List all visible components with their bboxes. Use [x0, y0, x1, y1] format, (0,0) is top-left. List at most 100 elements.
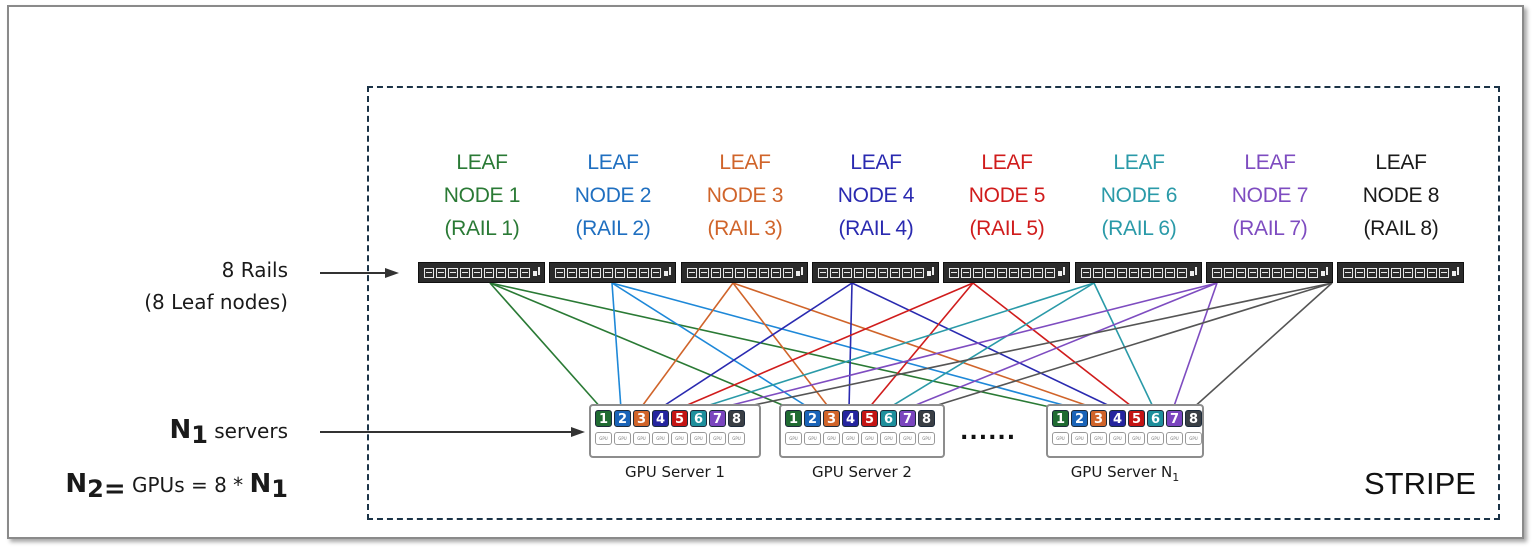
switch-port-icon	[579, 267, 589, 278]
gpu-icon: GPU	[1071, 432, 1088, 445]
switch-port-icon	[1177, 267, 1187, 278]
leaf-node-2-line1: LEAF	[587, 151, 639, 174]
switch-port-icon	[1403, 267, 1413, 278]
nic-port-2: 2	[614, 410, 631, 427]
gpus-n: N	[249, 469, 272, 499]
switch-port-icon	[1343, 267, 1353, 278]
switch-uplink-icon	[1190, 266, 1198, 279]
switch-port-icon	[1165, 267, 1175, 278]
gpu-icon: GPU	[614, 432, 631, 445]
switch-port-icon	[1224, 267, 1234, 278]
leaf-node-4-line2: NODE 4	[837, 184, 915, 207]
gpus-symbol-sub: 2	[87, 475, 104, 503]
switch-port-icon	[472, 267, 482, 278]
switch-port-icon	[1355, 267, 1365, 278]
nic-port-5: 5	[671, 410, 688, 427]
rail-5-wire-server-1	[677, 282, 974, 410]
switch-port-icon	[878, 267, 888, 278]
leaf-node-8-line3: (RAIL 8)	[1363, 217, 1439, 240]
switch-port-icon	[1367, 267, 1377, 278]
switch-port-icon	[615, 267, 625, 278]
servers-annotation: N1 servers	[169, 414, 288, 451]
switch-port-icon	[723, 267, 733, 278]
switch-uplink-icon	[1452, 266, 1460, 279]
leaf-node-5-line1: LEAF	[981, 151, 1033, 174]
rail-4-wire-server-2	[848, 282, 853, 410]
switch-uplink-icon	[1058, 266, 1066, 279]
rails-annotation-line2: (8 Leaf nodes)	[144, 290, 288, 314]
nic-port-8: 8	[918, 410, 935, 427]
leaf-node-5-line3: (RAIL 5)	[969, 217, 1045, 240]
gpu-server-name: GPU Server N	[1070, 463, 1173, 481]
leaf-node-6-line3: (RAIL 6)	[1101, 217, 1177, 240]
leaf-node-7-line2: NODE 7	[1231, 184, 1309, 207]
switch-port-icon	[496, 267, 506, 278]
switch-port-icon	[961, 267, 971, 278]
switch-port-icon	[424, 267, 434, 278]
gpu-server-label-1: GPU Server 1	[579, 463, 771, 481]
gpu-icon: GPU	[785, 432, 802, 445]
switch-port-icon	[555, 267, 565, 278]
switch-port-icon	[1033, 267, 1043, 278]
leaf-node-1-line2: NODE 1	[443, 184, 521, 207]
leaf-node-8-line1: LEAF	[1375, 151, 1427, 174]
switch-uplink-icon	[796, 266, 804, 279]
gpu-icon: GPU	[861, 432, 878, 445]
rail-1-wire-server-1	[489, 282, 603, 410]
switch-uplink-icon	[1321, 266, 1329, 279]
switch-port-icon	[1284, 267, 1294, 278]
switch-port-icon	[949, 267, 959, 278]
nic-port-6: 6	[1147, 410, 1164, 427]
gpu-server-name: GPU Server 2	[812, 463, 912, 481]
switch-port-icon	[890, 267, 900, 278]
switch-port-icon	[1260, 267, 1270, 278]
rail-2-wire-server-1	[611, 282, 622, 410]
rail-7-wire-server-2	[905, 282, 1218, 410]
gpu-server-label-3: GPU Server N1	[1036, 463, 1214, 484]
nic-port-4: 4	[842, 410, 859, 427]
nic-port-4: 4	[652, 410, 669, 427]
switch-port-icon	[687, 267, 697, 278]
switch-port-icon	[651, 267, 661, 278]
leaf-node-1-line3: (RAIL 1)	[444, 217, 520, 240]
nic-port-6: 6	[690, 410, 707, 427]
gpu-icon: GPU	[633, 432, 650, 445]
switch-port-icon	[1212, 267, 1222, 278]
switch-port-icon	[1439, 267, 1449, 278]
rail-3-wire-server-1	[639, 282, 734, 410]
switch-port-icon	[1105, 267, 1115, 278]
switch-port-icon	[854, 267, 864, 278]
rail-8-wire-server-2	[924, 282, 1333, 410]
rail-4-wire-server-1	[658, 282, 853, 410]
nic-port-1: 1	[785, 410, 802, 427]
gpu-icon: GPU	[842, 432, 859, 445]
leaf-node-1-line1: LEAF	[456, 151, 508, 174]
leaf-switch-2	[549, 262, 676, 283]
leaf-node-7-line1: LEAF	[1244, 151, 1296, 174]
stripe-label: STRIPE	[1364, 466, 1476, 501]
rail-8-wire-server-1	[734, 282, 1333, 410]
rail-7-wire-server-3	[1172, 282, 1218, 410]
rail-4-wire-server-3	[851, 282, 1117, 410]
switch-port-icon	[436, 267, 446, 278]
switch-port-icon	[985, 267, 995, 278]
leaf-node-3-line2: NODE 3	[706, 184, 784, 207]
switch-port-icon	[1391, 267, 1401, 278]
switch-port-icon	[603, 267, 613, 278]
nic-port-7: 7	[1166, 410, 1183, 427]
switch-port-icon	[1236, 267, 1246, 278]
rails-annotation-line1: 8 Rails	[221, 258, 288, 282]
switch-port-icon	[1248, 267, 1258, 278]
switch-uplink-icon	[533, 266, 541, 279]
leaf-switch-8	[1337, 262, 1464, 283]
switch-port-icon	[699, 267, 709, 278]
gpus-equals: =	[103, 474, 126, 504]
gpu-server-name-sub: 1	[1172, 471, 1180, 484]
leaf-switch-1	[418, 262, 545, 283]
switch-port-icon	[759, 267, 769, 278]
